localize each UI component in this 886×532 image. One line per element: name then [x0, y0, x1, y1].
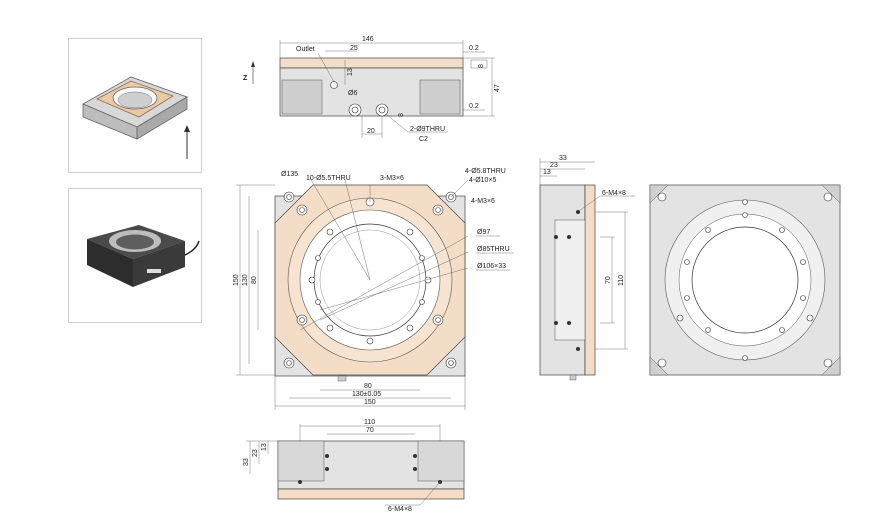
stage-photo-icon [87, 225, 200, 287]
label-3-m3x6: 3-M3×6 [380, 175, 404, 182]
label-phi106: Ø106×33 [477, 263, 506, 270]
z-axis-label: Z [243, 75, 248, 82]
right-side-view: 33 23 13 6-M4×8 70 110 [539, 155, 635, 381]
bottom-view [649, 184, 841, 376]
dim-13-side: 13 [543, 169, 551, 176]
dim-23-bottom: 23 [252, 449, 259, 457]
product-photo-real [68, 188, 202, 323]
dim-phi6: Ø6 [348, 90, 357, 97]
dim-33-bottom: 33 [243, 458, 250, 466]
outlet-label: Outlet [296, 46, 315, 53]
dim-8-side: 8 [398, 113, 405, 117]
dim-47: 47 [494, 84, 501, 92]
top-view: Ø135 10-Ø5.5THRU 3-M3×6 4-Ø5.8THRU 4-Ø10… [233, 168, 514, 410]
dim-13-bottom: 13 [261, 443, 268, 451]
dim-8-top: 8 [478, 64, 485, 68]
dim-13: 13 [347, 68, 354, 76]
dim-110-bottom: 110 [364, 419, 375, 426]
stage-render-icon [82, 76, 190, 159]
label-phi97: Ø97 [477, 229, 490, 236]
dim-146: 146 [362, 36, 374, 43]
dim-130-v: 130 [242, 274, 249, 286]
label-phi85: Ø85THRU [477, 246, 510, 253]
dim-0-2-bottom: 0.2 [469, 103, 479, 110]
dim-0-2-top: 0.2 [469, 45, 479, 52]
label-4-thru: 4-Ø5.8THRU [465, 168, 506, 175]
lower-side-view: 110 70 33 23 13 6-M4×8 [243, 419, 465, 513]
label-6-m4-bottom: 6-M4×8 [388, 506, 412, 513]
dim-20: 20 [367, 128, 375, 135]
label-6-m4-side: 6-M4×8 [602, 190, 626, 197]
dim-110-side: 110 [618, 275, 625, 286]
thru-2-phi9: 2-Ø9THRU [410, 126, 445, 133]
dim-150-h: 150 [364, 399, 376, 406]
label-10-thru: 10-Ø5.5THRU [306, 175, 351, 182]
dim-80-h: 80 [364, 383, 372, 390]
label-phi135: Ø135 [281, 171, 298, 178]
dim-23-side: 23 [550, 162, 558, 169]
label-4-cb: 4-Ø10×5 [469, 177, 497, 184]
dim-70-bottom: 70 [366, 427, 374, 434]
dim-25: 25 [350, 45, 358, 52]
dim-80-v: 80 [251, 276, 258, 284]
dim-70-side: 70 [605, 276, 612, 284]
dim-150-v: 150 [233, 274, 240, 286]
side-view: 146 25 Outlet 13 Ø6 0.2 8 47 0.2 20 8 2-… [279, 36, 501, 143]
dim-33-side: 33 [559, 155, 567, 162]
product-photo-top [68, 38, 202, 173]
label-4-m3x6: 4-M3×6 [471, 198, 495, 205]
chamfer-c2: C2 [419, 136, 428, 143]
dim-130-h: 130±0.05 [352, 391, 381, 398]
